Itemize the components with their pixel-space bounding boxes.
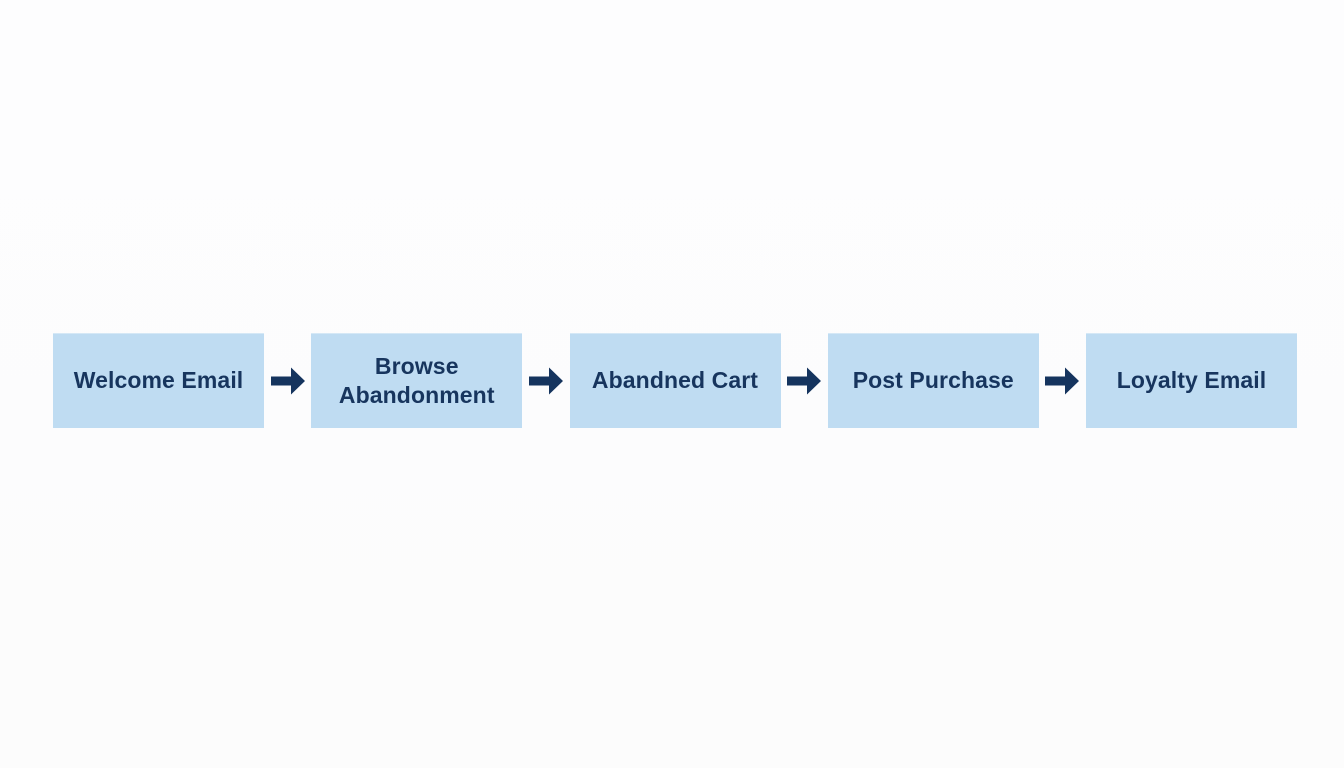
- flow-node-label: Abandned Cart: [591, 367, 759, 394]
- email-flow-diagram: Welcome Email Browse Abandonment Abandne…: [53, 333, 1297, 428]
- flow-node-label: Welcome Email: [73, 367, 244, 394]
- flow-node-label: Loyalty Email: [1116, 367, 1267, 394]
- flow-node-post-purchase: Post Purchase: [827, 333, 1039, 428]
- flow-node-loyalty-email: Loyalty Email: [1086, 333, 1297, 428]
- flow-node-browse-abandonment: Browse Abandonment: [311, 333, 523, 428]
- flow-node-label: Post Purchase: [852, 367, 1014, 394]
- flow-node-abandned-cart: Abandned Cart: [569, 333, 781, 428]
- arrow-right-icon: [1045, 367, 1080, 395]
- arrow-right-icon: [528, 367, 563, 395]
- arrow-right-icon: [787, 367, 822, 395]
- arrow-right-icon: [270, 367, 305, 395]
- flow-node-welcome-email: Welcome Email: [53, 333, 264, 428]
- flow-node-label: Browse Abandonment: [338, 352, 495, 408]
